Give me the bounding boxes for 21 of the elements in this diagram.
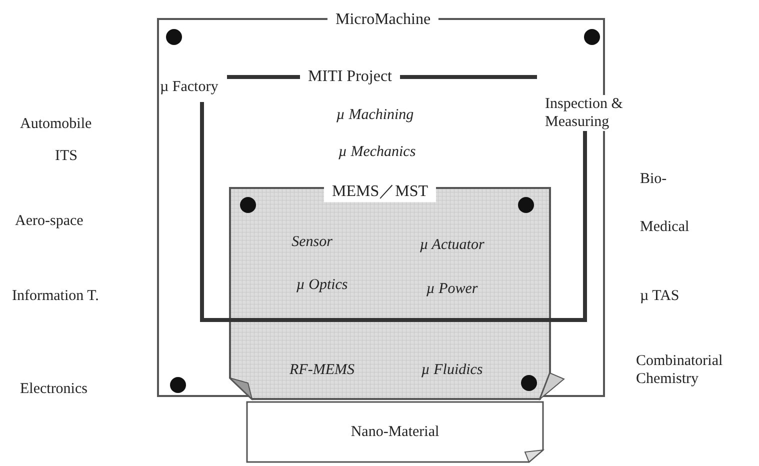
- field-label: Bio-: [640, 170, 667, 188]
- field-label: Electronics: [20, 380, 88, 398]
- topic-label: µ Mechanics: [338, 144, 416, 160]
- field-label: Combinatorial Chemistry: [636, 352, 724, 388]
- section-title: MITI Project: [300, 67, 400, 87]
- topic-label: RF-MEMS: [290, 362, 354, 378]
- section-title: MEMS／MST: [324, 182, 436, 202]
- topic-label: µ Machining: [336, 106, 414, 124]
- topic-label: Sensor: [292, 234, 332, 250]
- topic-label: µ Optics: [296, 276, 348, 294]
- topic-label: µ Power: [426, 280, 478, 298]
- field-label: Information T.: [12, 287, 99, 305]
- topic-label: µ Actuator: [420, 236, 484, 254]
- field-label: Aero-space: [15, 212, 84, 230]
- section-title: Nano-Material: [350, 424, 440, 440]
- topic-label: µ Fluidics: [421, 362, 483, 378]
- field-label: ITS: [55, 147, 78, 165]
- field-label: µ TAS: [640, 287, 680, 305]
- field-label: µ Factory: [160, 78, 218, 96]
- field-label: Medical: [640, 218, 690, 236]
- field-label: Automobile: [20, 115, 92, 133]
